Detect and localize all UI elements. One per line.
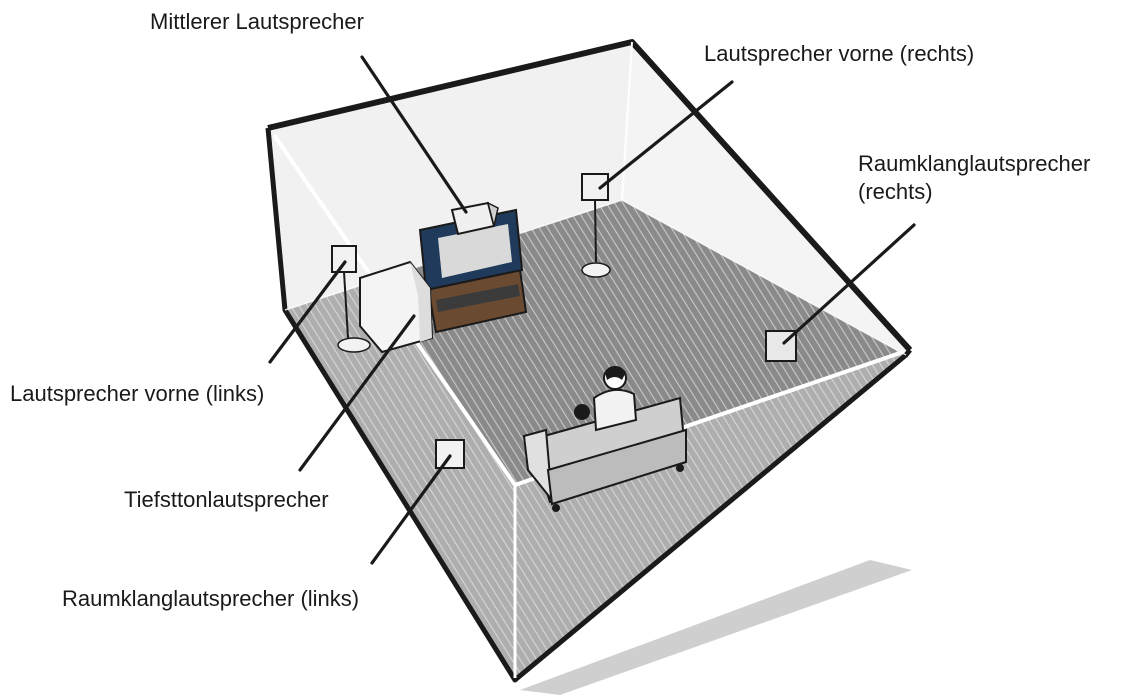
- room-left-edge: [265, 127, 912, 683]
- room-shadow: [520, 560, 912, 695]
- leader-subwoofer: [298, 314, 416, 472]
- front-right-speaker: [581, 173, 611, 278]
- label-center-speaker: Mittlerer Lautsprecher: [150, 9, 364, 34]
- person: [574, 366, 638, 432]
- label-surround-right-line1: Raumklanglautsprecher: [858, 151, 1091, 176]
- leader-surround-right: [782, 223, 916, 345]
- label-surround-right: Raumklanglautsprecher (rechts): [858, 150, 1090, 206]
- front-left-speaker: [331, 245, 371, 353]
- leader-front-left: [268, 260, 347, 364]
- tv: [418, 208, 524, 292]
- right-back-wall: [622, 42, 910, 355]
- label-surround-left: Raumklanglautsprecher (links): [62, 586, 360, 611]
- label-front-right: Lautsprecher vorne (rechts): [704, 41, 975, 66]
- label-surround-right-line2: (rechts): [858, 179, 933, 204]
- label-subwoofer: Tiefsttonlautsprecher: [124, 487, 329, 512]
- center-speaker: [450, 201, 499, 236]
- leader-front-right: [598, 80, 734, 190]
- front-wall: [268, 128, 515, 680]
- surround-left-speaker: [435, 439, 465, 469]
- label-front-left: Lautsprecher vorne (links): [10, 381, 265, 406]
- subwoofer: [359, 260, 434, 354]
- leader-surround-left: [370, 454, 452, 565]
- leader-center-speaker: [360, 55, 468, 214]
- surround-right-speaker: [765, 330, 797, 362]
